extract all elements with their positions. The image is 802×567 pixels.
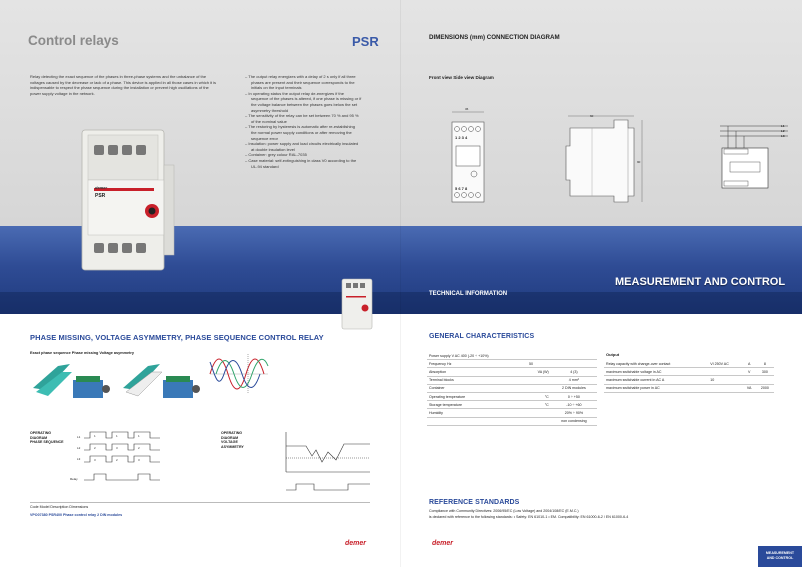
product-code: PSR — [352, 34, 379, 49]
svg-text:2: 2 — [94, 446, 96, 450]
feature-line: – The restoring by hysteresis is automat… — [245, 124, 355, 130]
feature-line: initials on the input terminals — [251, 85, 302, 91]
dimensions-header: DIMENSIONS (mm) CONNECTION DIAGRAM — [429, 34, 560, 41]
dim-side-height: 90 — [637, 160, 641, 164]
terminals-top: 1 2 3 4 — [455, 135, 468, 140]
phase-sequence-timing-diagram: 1 1 1 2 3 2 3 2 3 — [84, 431, 160, 481]
feature-line: the normal power supply conditions or af… — [251, 129, 352, 135]
voltage-asymmetry-timing-diagram — [285, 432, 370, 491]
feature-line: the voltage balance between the phases g… — [251, 101, 358, 107]
reference-line-2: is declared with reference to the follow… — [429, 515, 629, 519]
product-table-header: Code Model Description Dimensions — [30, 505, 89, 509]
svg-text:3: 3 — [116, 446, 118, 450]
section-page-tab: MEASUREMENT AND CONTROL — [758, 546, 802, 567]
blue-band-shadow — [0, 292, 802, 314]
table-row: Power supply V AC 400 (-20 ÷ +10%) — [427, 352, 597, 361]
product-table-row: VPO07380 PSR400 Phase control relay 2 DI… — [30, 513, 123, 517]
svg-text:3: 3 — [94, 458, 96, 462]
svg-text:1: 1 — [94, 434, 96, 438]
output-title: Output — [606, 352, 620, 357]
phase-line-labels: L1 L2 L3 — [781, 124, 785, 138]
device-brand: demer — [95, 185, 108, 190]
phase-missing-illustration — [123, 364, 200, 398]
feature-line: sequence of the phases is altered, if on… — [251, 96, 362, 102]
band-title: MEASUREMENT AND CONTROL — [615, 276, 786, 288]
feature-line: – Container: grey colour RAL-7035 — [245, 152, 307, 158]
terminals-bottom: 5 6 7 8 — [455, 186, 468, 191]
device-label: PSR — [95, 193, 106, 199]
section-title: PHASE MISSING, VOLTAGE ASYMMETRY, PHASE … — [30, 333, 324, 342]
front-view-drawing — [451, 111, 485, 203]
svg-text:2: 2 — [138, 446, 140, 450]
footer-logo-left: demer — [345, 540, 367, 547]
footer-logo-right: demer — [432, 540, 454, 547]
feature-line: – The output relay energizes with a dela… — [245, 74, 356, 79]
feature-list: – The output relay energizes with a dela… — [245, 74, 370, 169]
page-gutter — [400, 0, 401, 567]
svg-text:3: 3 — [138, 458, 140, 462]
relay-label: Relay — [70, 477, 78, 481]
operating-diagram-asymmetry-title: OPERATING DIAGRAM VOLTAGE ASYMMETRY — [221, 431, 244, 449]
phase-labels: L1 L2 L3 — [77, 435, 81, 461]
svg-text:1: 1 — [138, 434, 140, 438]
feature-line: at double insulation level — [251, 146, 295, 152]
page-title: Control relays — [28, 33, 119, 48]
dim-side-width: 60 — [590, 114, 594, 118]
general-characteristics-table: Power supply V AC 400 (-20 ÷ +10%) Frequ… — [427, 352, 597, 426]
feature-line: phases are present and their sequence co… — [251, 79, 355, 85]
phase-sequence-illustration — [33, 364, 110, 398]
feature-line: – Insulation: power supply and load circ… — [245, 141, 359, 147]
feature-line: – In operating status the output relay d… — [245, 90, 344, 96]
voltage-asymmetry-waveform — [208, 352, 270, 396]
dim-front-width: 36 — [465, 107, 469, 111]
connection-diagram — [720, 125, 788, 189]
svg-text:1: 1 — [116, 434, 118, 438]
feature-line: – Case material: self-extinguishing in c… — [245, 157, 357, 163]
feature-line: – The sensitivity of the relay can be se… — [245, 113, 359, 119]
side-view-drawing — [565, 115, 643, 203]
general-title: GENERAL CHARACTERISTICS — [429, 333, 535, 340]
feature-line: UL-94 standard — [251, 163, 279, 169]
relay-product-image — [81, 129, 175, 271]
feature-line: asymmetry threshold — [251, 107, 289, 113]
svg-text:2: 2 — [116, 458, 118, 462]
table-row: Storage temperature°C-10 ÷ +60 — [427, 400, 597, 410]
reference-standards-title: REFERENCE STANDARDS — [429, 499, 520, 506]
diagram-caption: Exact phase sequence Phase missing Volta… — [30, 351, 134, 355]
feature-line: of the nominal value — [251, 118, 287, 124]
feature-line: sequence error — [251, 135, 278, 141]
band-subtitle: TECHNICAL INFORMATION — [429, 291, 508, 297]
intro-paragraph: Relay detecting the exact sequence of th… — [30, 74, 217, 96]
left-bottom-divider — [30, 502, 370, 503]
views-caption: Front view Side view Diagram — [429, 75, 494, 80]
relay-thumbnail — [341, 278, 373, 330]
table-row: non condensing — [427, 417, 597, 426]
reference-line-1: Compliance with Community Directives: 20… — [429, 509, 579, 513]
operating-diagram-phase-sequence-title: OPERATING DIAGRAM PHASE SEQUENCE — [30, 431, 64, 445]
